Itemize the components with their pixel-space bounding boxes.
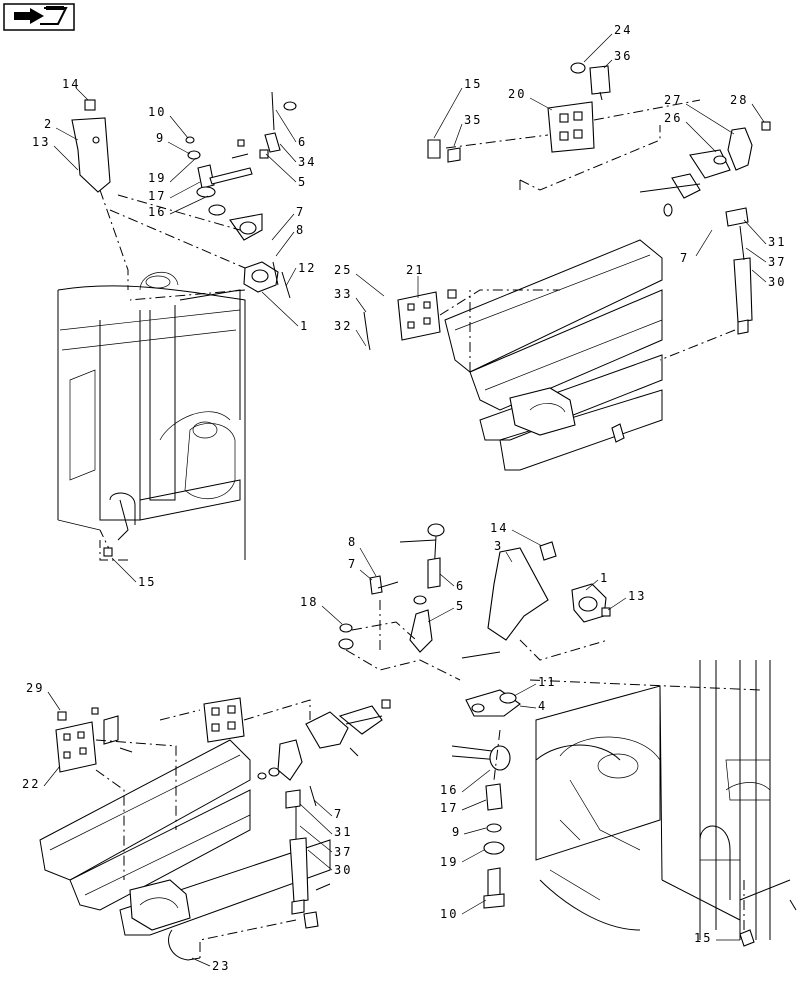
callout-5-bc: 5	[456, 599, 465, 613]
callout-18: 18	[300, 595, 318, 609]
callout-1-bc: 1	[600, 571, 609, 585]
callout-37-bl: 37	[334, 845, 352, 859]
callout-14: 14	[62, 77, 80, 91]
callout-8-bc: 8	[348, 535, 357, 549]
callout-8: 8	[296, 223, 305, 237]
assembly-bottom-right: 15	[535, 660, 797, 947]
callout-2: 2	[44, 117, 53, 131]
callout-6-bc: 6	[456, 579, 465, 593]
assembly-bottom-left: 29 22 7 31 37 30 23	[22, 681, 391, 973]
callout-16: 16	[148, 205, 166, 219]
callout-21: 21	[406, 263, 424, 277]
callout-17: 17	[148, 189, 166, 203]
callout-25: 25	[334, 263, 352, 277]
callout-7-bl: 7	[334, 807, 343, 821]
callout-14-bc: 14	[490, 521, 508, 535]
callout-33: 33	[334, 287, 352, 301]
callout-32: 32	[334, 319, 352, 333]
callout-15-tr: 15	[464, 77, 482, 91]
callout-17-bc: 17	[440, 801, 458, 815]
assembly-bottom-center: 8 7 6 5 18 14 3 1 13 11 4 16 17 9 19 10	[300, 521, 761, 921]
callout-30-tr: 30	[768, 275, 786, 289]
callout-10-bc: 10	[440, 907, 458, 921]
callout-35: 35	[464, 113, 482, 127]
callout-9: 9	[156, 131, 165, 145]
callout-7-bc: 7	[348, 557, 357, 571]
callout-9-bc: 9	[452, 825, 461, 839]
callout-29: 29	[26, 681, 44, 695]
callout-1: 1	[300, 319, 309, 333]
callout-16-bc: 16	[440, 783, 458, 797]
callout-23: 23	[212, 959, 230, 973]
callout-31-tr: 31	[768, 235, 786, 249]
callout-26: 26	[664, 111, 682, 125]
callout-4: 4	[538, 699, 547, 713]
callout-27: 27	[664, 93, 682, 107]
callout-5: 5	[298, 175, 307, 189]
assembly-top-right: 24 36 15 35 20 27 26 28 31 7 37 30 25 21…	[334, 23, 786, 471]
callout-31-bl: 31	[334, 825, 352, 839]
callout-11: 11	[538, 675, 556, 689]
callout-30-bl: 30	[334, 863, 352, 877]
next-page-arrow-icon	[14, 6, 68, 25]
callout-6: 6	[298, 135, 307, 149]
callout-7: 7	[296, 205, 305, 219]
callout-19-bc: 19	[440, 855, 458, 869]
callout-19: 19	[148, 171, 166, 185]
callout-15-br: 15	[694, 931, 712, 945]
callout-7-tr: 7	[680, 251, 689, 265]
callout-3: 3	[494, 539, 503, 553]
callout-34: 34	[298, 155, 316, 169]
callout-10: 10	[148, 105, 166, 119]
assembly-top-left: 14 2 13 10 9 19 17 16 6 34 5 7 8 12 1 15	[32, 77, 316, 589]
callout-12: 12	[298, 261, 316, 275]
callout-28: 28	[730, 93, 748, 107]
callout-20: 20	[508, 87, 526, 101]
callout-24: 24	[614, 23, 632, 37]
callout-15-tl: 15	[138, 575, 156, 589]
callout-37-tr: 37	[768, 255, 786, 269]
next-page-button[interactable]	[3, 3, 75, 31]
callout-13: 13	[32, 135, 50, 149]
callout-13-bc: 13	[628, 589, 646, 603]
callout-22: 22	[22, 777, 40, 791]
callout-36: 36	[614, 49, 632, 63]
